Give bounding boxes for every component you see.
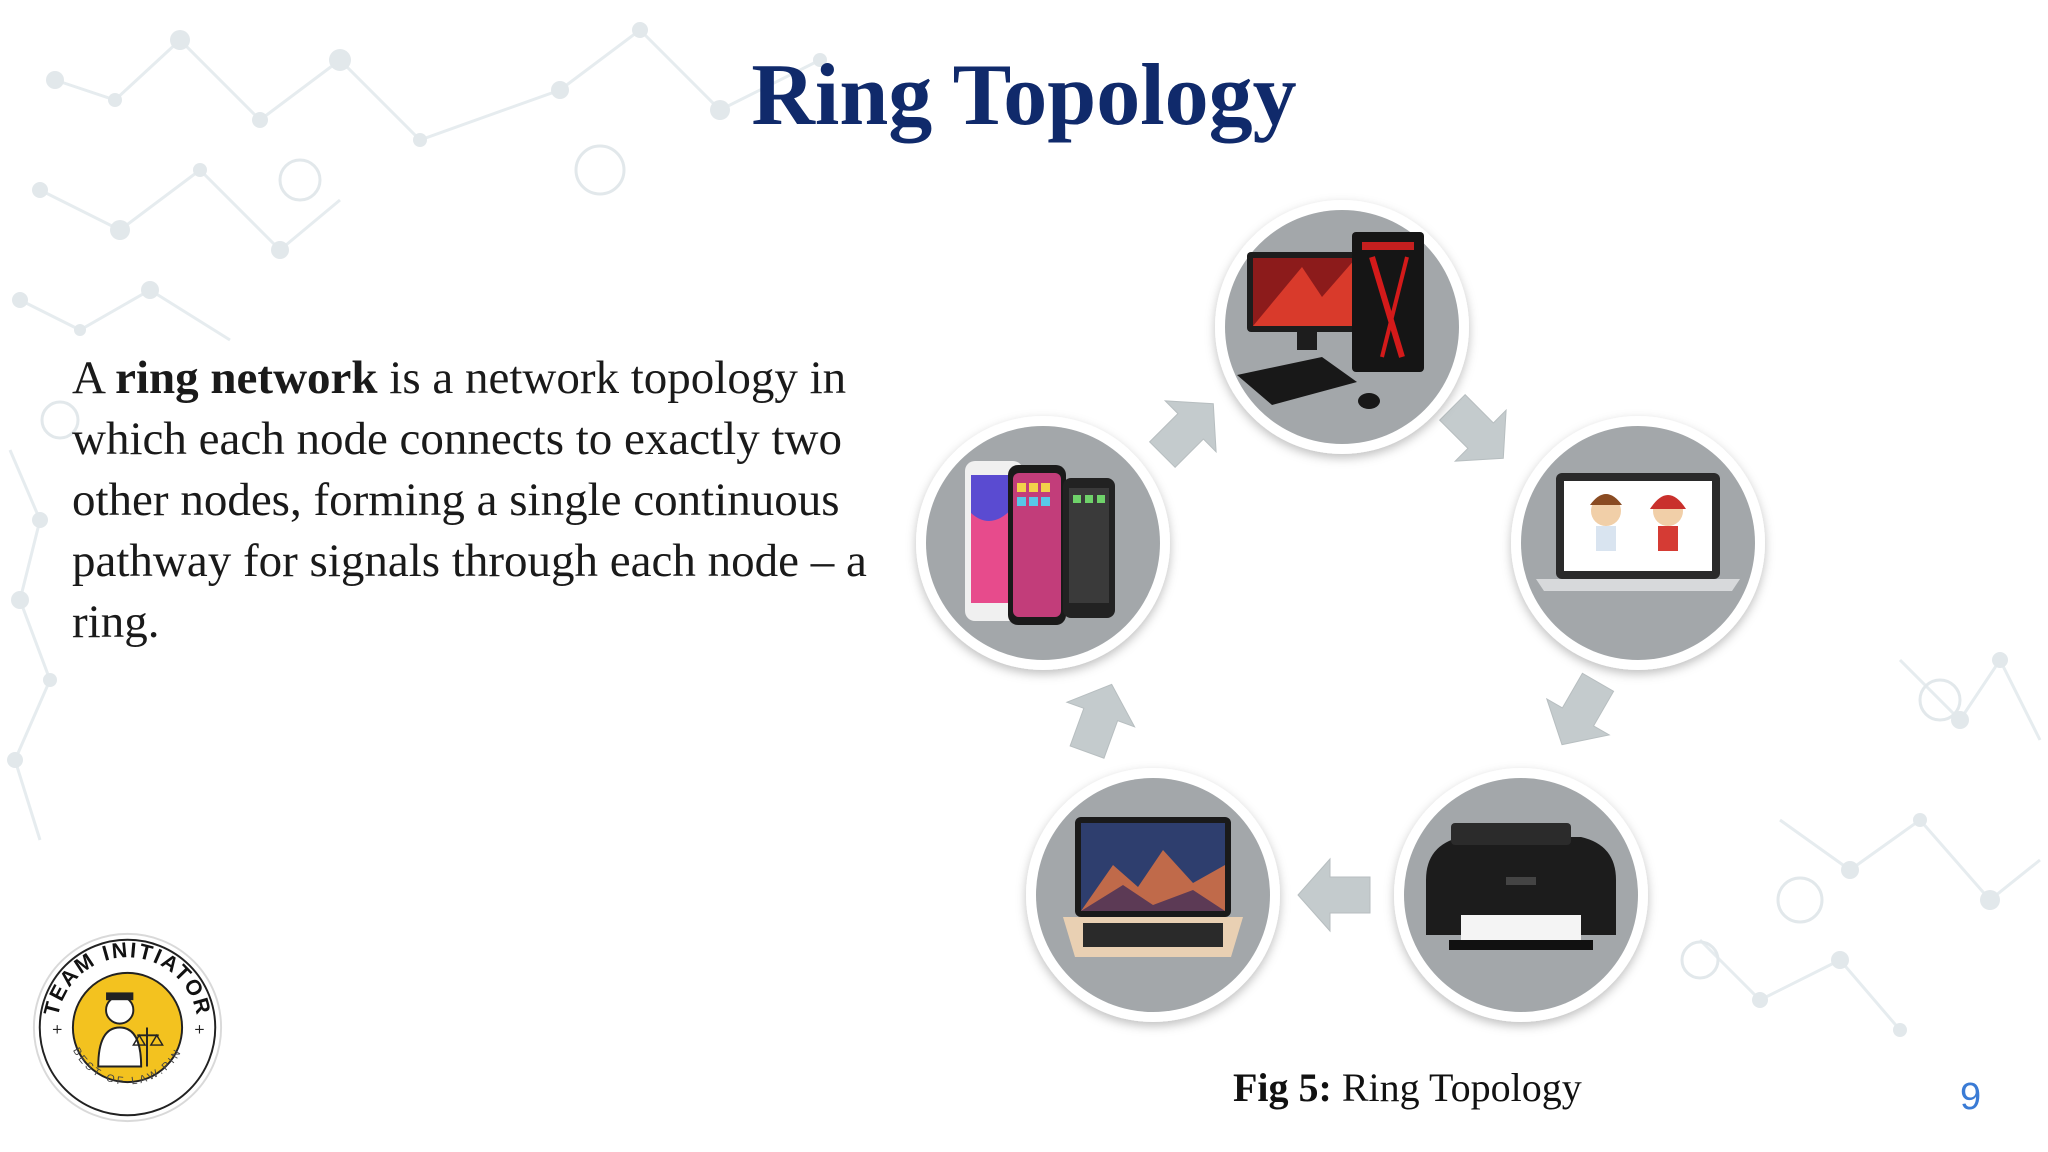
arrow-down-right-icon bbox=[1438, 393, 1507, 462]
page-title: Ring Topology bbox=[751, 47, 1297, 144]
body-prefix: A bbox=[72, 352, 116, 404]
figure-caption: Fig 5: Ring Topology bbox=[1233, 1064, 1582, 1111]
macbook-icon bbox=[1026, 768, 1280, 1022]
page-number: 9 bbox=[1960, 1076, 1982, 1118]
laptop-icon bbox=[1511, 416, 1765, 670]
arrow-up-right-icon bbox=[1148, 400, 1217, 469]
svg-text:+: + bbox=[194, 1021, 205, 1037]
arrow-up-icon bbox=[1065, 683, 1136, 759]
body-bold-term: ring network bbox=[115, 352, 378, 404]
body-paragraph: A ring network is a network topology in … bbox=[72, 348, 912, 653]
figure-caption-text: Ring Topology bbox=[1331, 1065, 1582, 1110]
printer-icon bbox=[1394, 768, 1648, 1022]
body-suffix: is a network topology in which each node… bbox=[72, 352, 867, 648]
arrow-down-left-icon bbox=[1545, 672, 1615, 746]
desktop-computer-icon bbox=[1215, 200, 1469, 454]
arrow-left-icon bbox=[1297, 857, 1371, 933]
svg-text:+: + bbox=[51, 1021, 62, 1037]
smartphones-icon bbox=[916, 416, 1170, 670]
team-initiator-logo: TEAM INITIATOR BEST OF LAW.PIN + + bbox=[32, 932, 223, 1123]
figure-caption-label: Fig 5: bbox=[1233, 1065, 1332, 1110]
